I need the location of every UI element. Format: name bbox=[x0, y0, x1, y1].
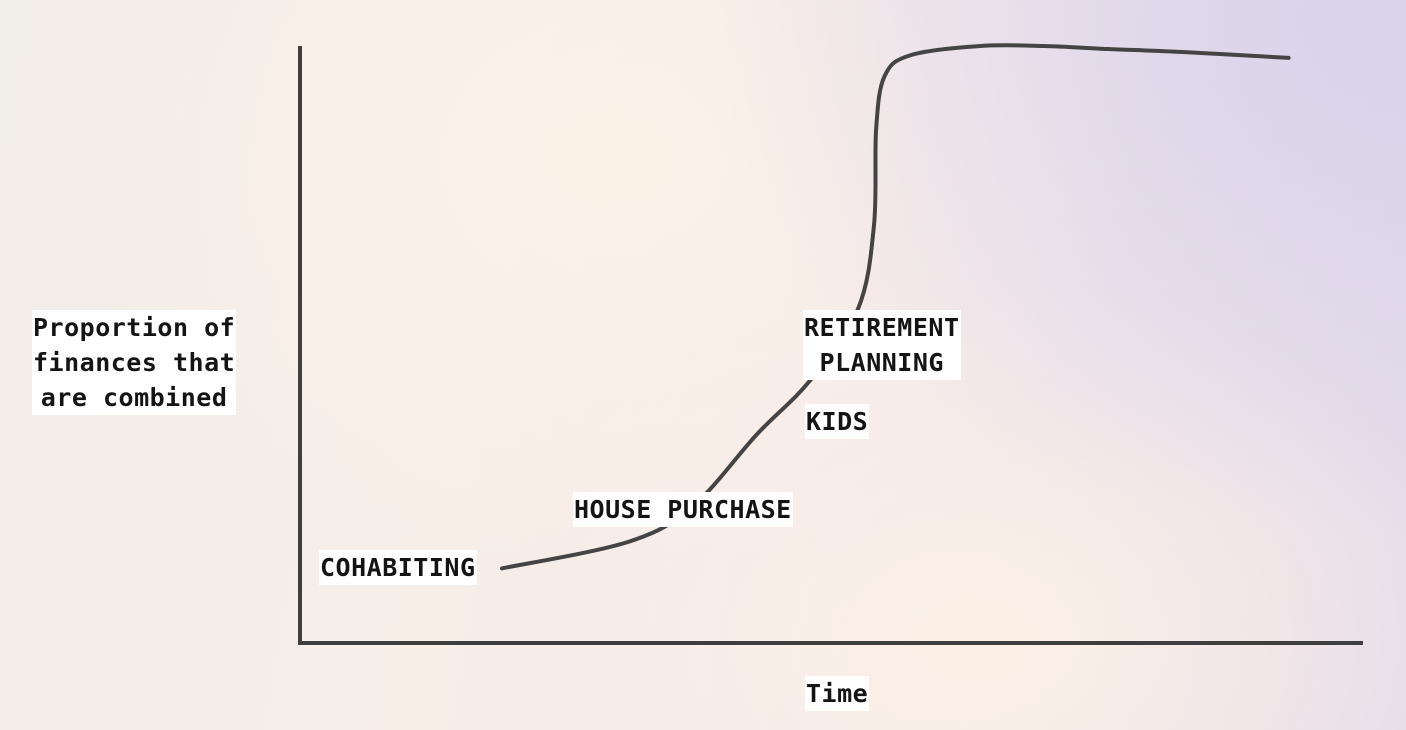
annotation-cohabiting: COHABITING bbox=[319, 550, 477, 585]
annotation-kids: KIDS bbox=[805, 404, 870, 439]
annotation-retirement-planning: RETIREMENT PLANNING bbox=[803, 310, 961, 380]
annotation-house-purchase: HOUSE PURCHASE bbox=[573, 492, 793, 527]
y-axis-label: Proportion of finances that are combined bbox=[32, 310, 237, 415]
x-axis-label: Time bbox=[805, 676, 870, 711]
series-line bbox=[500, 43, 1291, 571]
